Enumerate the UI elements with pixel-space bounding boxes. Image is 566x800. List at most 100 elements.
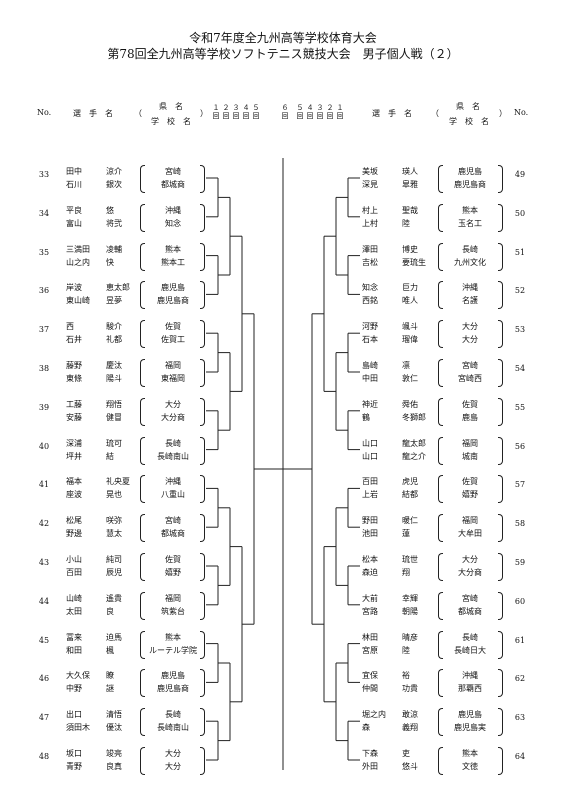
prefecture: 宮崎 <box>462 593 478 603</box>
entry-number: 52 <box>514 286 526 296</box>
school-bracket <box>438 553 443 581</box>
school-bracket <box>140 630 145 659</box>
school-name: 鹿児島商 <box>157 684 189 694</box>
prefecture: 佐賀 <box>165 555 181 564</box>
school-bracket <box>498 359 503 387</box>
school-bracket <box>498 165 503 193</box>
header-paren-open-left: （ <box>134 109 142 118</box>
school-name: 鹿島 <box>462 412 478 422</box>
player-surname: 仲間 <box>362 684 378 694</box>
player-given-name: 敢涼 <box>402 710 418 720</box>
player-surname: 野田 <box>362 516 378 526</box>
player-surname: 太田 <box>66 606 82 616</box>
prefecture: 宮崎 <box>165 516 181 526</box>
player-surname: 冨来 <box>66 632 82 642</box>
entry-number: 33 <box>38 170 50 179</box>
school-bracket <box>438 747 443 775</box>
player-given-name: 礼央夏 <box>106 477 130 487</box>
entry-number: 60 <box>514 596 526 606</box>
school-bracket <box>200 630 205 659</box>
entry-number: 57 <box>514 480 526 490</box>
school-name: 文徳 <box>462 762 478 771</box>
school-name: 八重山 <box>161 490 185 500</box>
player-surname: 西銘 <box>362 296 378 306</box>
player-surname: 須田木 <box>66 723 90 733</box>
prefecture: 沖縄 <box>462 671 478 681</box>
prefecture: 長崎 <box>165 710 181 720</box>
entry-number: 40 <box>38 441 50 451</box>
player-surname: 坪井 <box>66 451 82 461</box>
player-given-name: 巨力 <box>402 283 418 293</box>
school-bracket <box>140 242 145 271</box>
prefecture: 大分 <box>462 555 478 564</box>
school-bracket <box>140 747 145 775</box>
player-surname: 岸波 <box>66 283 82 293</box>
player-surname: 山口 <box>362 438 378 448</box>
player-given-name: 幸輝 <box>402 593 418 603</box>
school-bracket <box>438 242 443 271</box>
prefecture: 沖縄 <box>165 477 181 487</box>
school-bracket <box>140 514 145 543</box>
player-given-name: 良 <box>106 606 114 616</box>
prefecture: 大分 <box>165 399 181 409</box>
player-surname: 深見 <box>362 180 378 189</box>
player-given-name: 陸 <box>402 218 410 228</box>
player-given-name: 駿介 <box>106 322 122 332</box>
player-surname: 中田 <box>362 374 378 383</box>
player-surname: 松尾 <box>66 516 82 526</box>
entry-number: 48 <box>38 752 50 761</box>
entry-number: 47 <box>38 713 50 723</box>
player-surname: 上岩 <box>362 490 378 500</box>
player-surname: 中野 <box>66 684 82 694</box>
player-given-name: 義翔 <box>402 723 418 733</box>
player-given-name: 純司 <box>106 555 122 564</box>
player-given-name: 将弐 <box>106 218 122 228</box>
player-surname: 安藤 <box>66 412 82 422</box>
player-surname: 美坂 <box>362 167 378 176</box>
header-player-left: 選 手 名 <box>73 109 113 118</box>
prefecture: 長崎 <box>462 632 478 642</box>
header-player-right: 選 手 名 <box>372 109 412 118</box>
player-surname: 村上 <box>362 205 378 215</box>
prefecture: 佐賀 <box>165 322 181 332</box>
header-school-right: 学 校 名 <box>449 117 489 126</box>
school-bracket <box>200 165 205 193</box>
prefecture: 福岡 <box>165 593 181 603</box>
player-surname: 島崎 <box>362 361 378 370</box>
school-name: 都城商 <box>161 180 185 189</box>
player-surname: 神近 <box>362 399 378 409</box>
school-bracket <box>498 630 503 659</box>
prefecture: 沖縄 <box>462 283 478 293</box>
school-name: 大牟田 <box>458 529 482 539</box>
school-bracket <box>438 591 443 620</box>
player-surname: 上村 <box>362 218 378 228</box>
player-given-name: 健冒 <box>106 412 122 422</box>
player-given-name: 晴彦 <box>402 632 418 642</box>
player-surname: 宮原 <box>362 645 378 655</box>
player-given-name: 辰児 <box>106 568 122 577</box>
player-given-name: 翔悟 <box>106 399 122 409</box>
player-surname: 下森 <box>362 749 378 758</box>
player-surname: 大久保 <box>66 671 90 681</box>
prefecture: 佐賀 <box>462 399 478 409</box>
school-name: 佐賀工 <box>161 335 185 345</box>
player-given-name: 翔 <box>402 568 410 577</box>
school-bracket <box>438 436 443 465</box>
player-surname: 宮路 <box>362 606 378 616</box>
player-given-name: 皐雅 <box>402 180 418 189</box>
player-given-name: 清悟 <box>106 710 122 720</box>
school-bracket <box>438 630 443 659</box>
player-surname: 石川 <box>66 180 82 189</box>
school-bracket <box>200 514 205 543</box>
school-name: 大分商 <box>161 412 185 422</box>
school-name: 九州文化 <box>454 257 486 267</box>
player-surname: 田中 <box>66 167 82 176</box>
school-bracket <box>140 669 145 698</box>
prefecture: 佐賀 <box>462 477 478 487</box>
player-given-name: 涼介 <box>106 167 122 176</box>
school-bracket <box>438 165 443 193</box>
player-given-name: 琉世 <box>402 555 418 564</box>
prefecture: 熊本 <box>462 749 478 758</box>
